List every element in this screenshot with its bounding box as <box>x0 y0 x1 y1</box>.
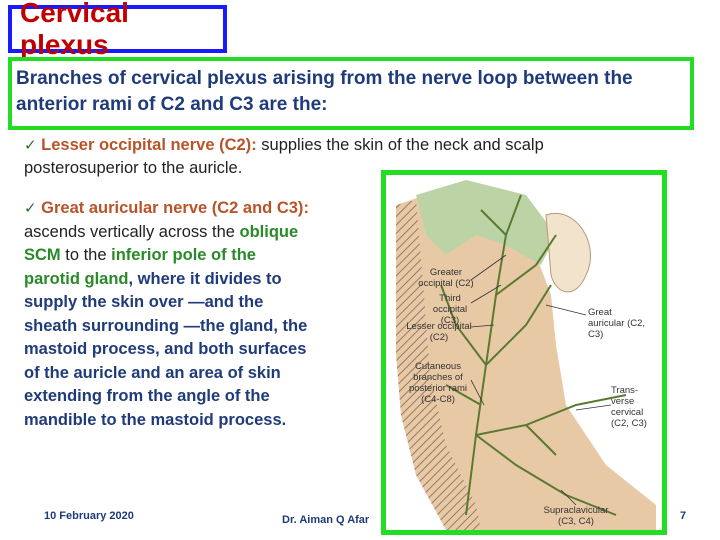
anatomy-figure: Greater occipital (C2) Third occipital (… <box>381 170 667 535</box>
inferior-pole: inferior pole of the parotid gland <box>24 246 256 288</box>
intro-line-1: Branches of cervical plexus arising from… <box>16 68 633 89</box>
label-lesser-occipital: Lesser occipital (C2) <box>406 321 472 343</box>
great-auricular-term: Great auricular nerve (C2 and C3) <box>41 199 304 217</box>
oblique-scm: oblique SCM <box>24 222 299 265</box>
check-icon: ✓ <box>24 200 37 217</box>
title-box: Cervical plexus <box>8 0 227 60</box>
label-greater-occipital: Greater occipital (C2) <box>418 267 474 289</box>
neck-illustration <box>396 180 656 530</box>
intro-line-2: anterior rami of C2 and C3 are the: <box>16 94 328 115</box>
lesser-occipital-text-2: posterosuperior to the auricle. <box>24 159 243 177</box>
label-third-occipital: Third occipital (C3) <box>432 293 468 326</box>
great-auricular-rest: , where it divides to supply the skin ov… <box>24 269 308 429</box>
label-great-auricular: Great auricular (C2, C3) <box>588 307 646 340</box>
intro-box: Branches of cervical plexus arising from… <box>8 57 694 130</box>
bullet-lesser-occipital: ✓ Lesser occipital nerve (C2): supplies … <box>24 136 544 177</box>
check-icon: ✓ <box>24 137 37 154</box>
footer-author: Dr. Aiman Q Afar <box>282 514 370 526</box>
lesser-occipital-term: Lesser occipital nerve (C2) <box>41 136 252 154</box>
page-number: 7 <box>680 510 687 522</box>
label-transverse-cervical: Trans-verse cervical (C2, C3) <box>611 385 647 429</box>
footer-date: 10 February 2020 <box>44 510 134 522</box>
label-supraclavicular: Supraclavicular (C3, C4) <box>543 505 609 527</box>
bullet-great-auricular: ✓ Great auricular nerve (C2 and C3): asc… <box>24 199 309 429</box>
great-auricular-text-a: ascends vertically across the <box>24 222 240 241</box>
label-cutaneous-branches: Cutaneous branches of posterior rami (C4… <box>408 361 468 405</box>
page-title: Cervical plexus <box>20 0 129 60</box>
lesser-occipital-text: supplies the skin of the neck and scalp <box>256 136 544 154</box>
